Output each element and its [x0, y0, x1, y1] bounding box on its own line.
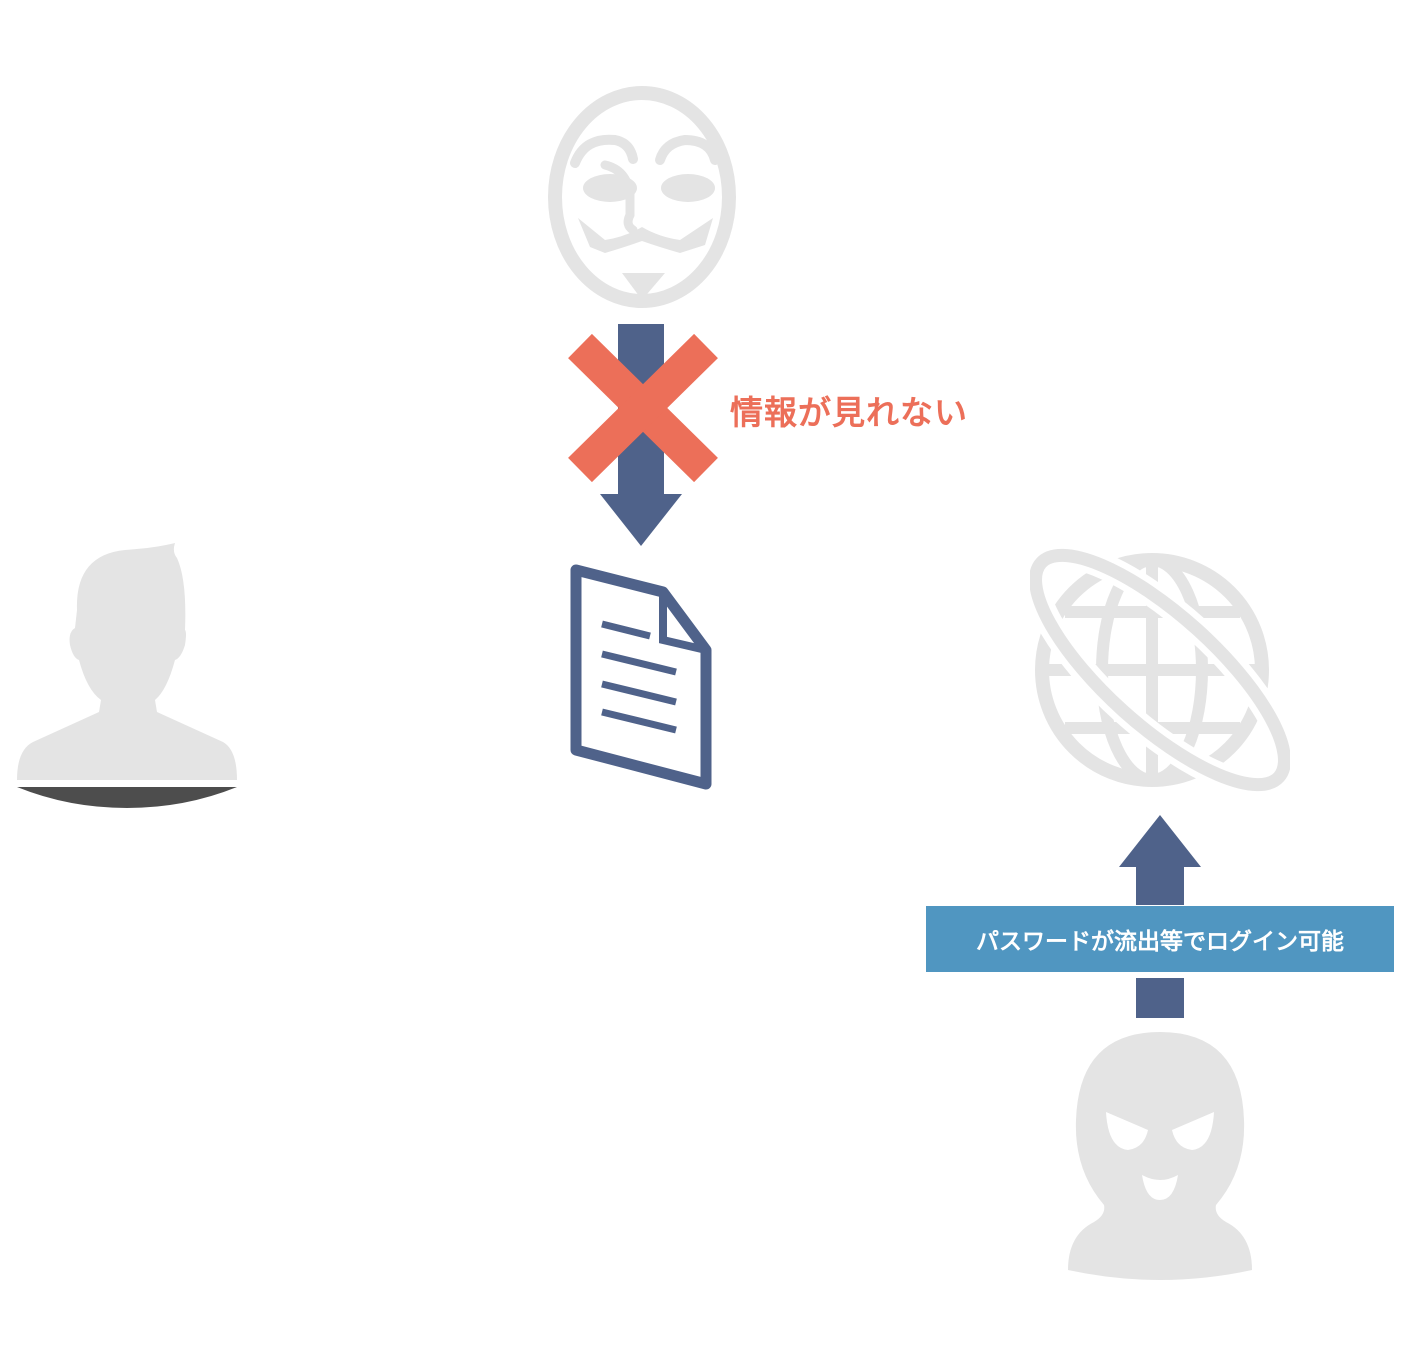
- document-icon: [570, 564, 712, 790]
- globe-icon: [1030, 542, 1290, 798]
- leak-banner: パスワードが流出等でログイン可能: [926, 906, 1394, 972]
- leak-banner-text: パスワードが流出等でログイン可能: [976, 929, 1344, 955]
- anonymous-mask-icon: [548, 86, 736, 308]
- up-arrow: [1119, 815, 1201, 1018]
- cross-icon: [568, 334, 718, 482]
- blocked-label: 情報が見れない: [730, 393, 968, 432]
- balaclava-thief-icon: [1068, 1032, 1252, 1280]
- user-silhouette-icon: [17, 543, 237, 808]
